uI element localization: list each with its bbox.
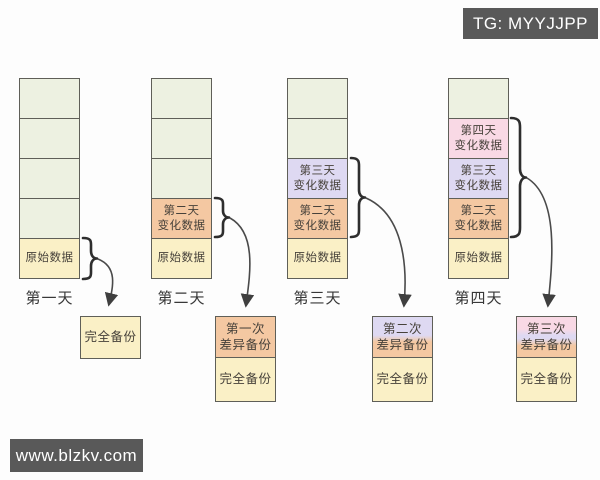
day4-stack: 第四天 变化数据 第三天 变化数据 第二天 变化数据 原始数据 第四天	[448, 78, 509, 308]
cell-label: 第三天 变化数据	[454, 164, 503, 192]
backup-label: 完全备份	[376, 372, 429, 387]
day2-label: 第二天	[157, 290, 206, 307]
day3-brace	[349, 156, 367, 239]
day3-stack: 第三天 变化数据 第二天 变化数据 原始数据 第三天	[287, 78, 348, 308]
day3-label: 第三天	[293, 290, 342, 307]
data-cell	[287, 78, 348, 119]
data-cell	[287, 118, 348, 159]
diff-backup-2-box: 第二次 差异备份	[372, 316, 433, 358]
backup-label: 完全备份	[520, 372, 573, 387]
data-cell	[151, 78, 212, 119]
cell-label: 原始数据	[293, 252, 342, 265]
data-cell-day3-change: 第三天 变化数据	[287, 158, 348, 199]
full-backup-box: 完全备份	[516, 357, 577, 402]
day1-stack: 原始数据 第一天	[19, 78, 80, 308]
backup-label: 完全备份	[84, 330, 137, 345]
cell-label: 第二天 变化数据	[454, 204, 503, 232]
tg-badge: TG: MYYJJPP	[463, 8, 598, 39]
day2-backup-box: 第一次 差异备份 完全备份	[215, 316, 276, 402]
cell-label: 第二天 变化数据	[157, 204, 206, 232]
full-backup-box: 完全备份	[80, 316, 141, 359]
data-cell	[151, 158, 212, 199]
diff-backup-1-box: 第一次 差异备份	[215, 316, 276, 358]
day2-cells: 第二天 变化数据 原始数据	[151, 78, 212, 279]
day3-cells: 第三天 变化数据 第二天 变化数据 原始数据	[287, 78, 348, 279]
day4-label: 第四天	[454, 290, 503, 307]
data-cell-original: 原始数据	[19, 238, 80, 279]
cell-label: 原始数据	[157, 252, 206, 265]
day4-brace	[509, 116, 528, 239]
backup-label: 完全备份	[219, 372, 272, 387]
data-cell	[19, 198, 80, 239]
data-cell-original: 原始数据	[151, 238, 212, 279]
day2-brace	[213, 196, 231, 239]
day4-backup-arrow	[526, 177, 556, 308]
data-cell-day2-change: 第二天 变化数据	[151, 198, 212, 239]
day3-backup-box: 第二次 差异备份 完全备份	[372, 316, 433, 402]
full-backup-box: 完全备份	[215, 357, 276, 402]
cell-label: 第三天 变化数据	[293, 164, 342, 192]
day2-backup-arrow	[229, 217, 255, 308]
data-cell	[151, 118, 212, 159]
data-cell-original: 原始数据	[448, 238, 509, 279]
cell-label: 第四天 变化数据	[454, 124, 503, 152]
data-cell-day4-change: 第四天 变化数据	[448, 118, 509, 159]
data-cell	[19, 118, 80, 159]
full-backup-box: 完全备份	[372, 357, 433, 402]
day4-cells: 第四天 变化数据 第三天 变化数据 第二天 变化数据 原始数据	[448, 78, 509, 279]
day1-label: 第一天	[25, 290, 74, 307]
website-badge: www.blzkv.com	[10, 439, 143, 472]
day3-backup-arrow	[365, 197, 412, 308]
cell-label: 第二天 变化数据	[293, 204, 342, 232]
data-cell	[19, 78, 80, 119]
data-cell	[19, 158, 80, 199]
backup-label: 第三次 差异备份	[520, 321, 573, 352]
diff-backup-3-box: 第三次 差异备份	[516, 316, 577, 358]
day1-cells: 原始数据	[19, 78, 80, 279]
day4-backup-box: 第三次 差异备份 完全备份	[516, 316, 577, 402]
day1-backup-box: 完全备份	[80, 316, 141, 359]
cell-label: 原始数据	[25, 252, 74, 265]
day1-brace	[81, 236, 99, 281]
day1-backup-arrow	[97, 258, 119, 307]
cell-label: 原始数据	[454, 252, 503, 265]
backup-label: 第二次 差异备份	[376, 321, 429, 352]
data-cell-original: 原始数据	[287, 238, 348, 279]
data-cell-day3-change: 第三天 变化数据	[448, 158, 509, 199]
day2-stack: 第二天 变化数据 原始数据 第二天	[151, 78, 212, 308]
data-cell-day2-change: 第二天 变化数据	[448, 198, 509, 239]
backup-label: 第一次 差异备份	[219, 321, 272, 352]
data-cell	[448, 78, 509, 119]
data-cell-day2-change: 第二天 变化数据	[287, 198, 348, 239]
